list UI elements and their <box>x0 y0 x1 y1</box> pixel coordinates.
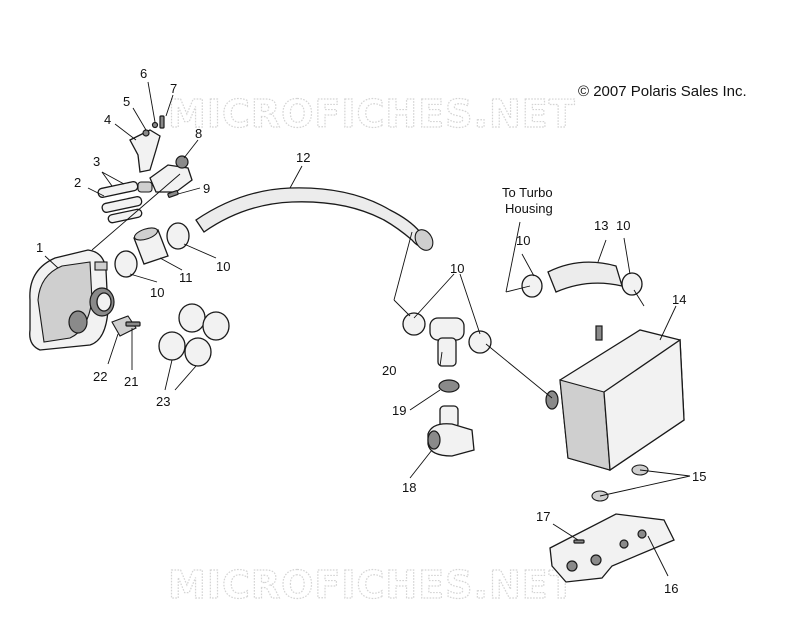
callout-6: 6 <box>140 66 147 81</box>
callout-1: 1 <box>36 240 43 255</box>
part-18-elbow <box>427 405 475 457</box>
callout-12: 12 <box>296 150 310 165</box>
callout-23: 23 <box>156 394 170 409</box>
part-1-housing <box>29 249 115 351</box>
copyright-text: © 2007 Polaris Sales Inc. <box>578 83 747 100</box>
callout-22: 22 <box>93 369 107 384</box>
part-8-valve <box>137 155 193 193</box>
callout-10-a: 10 <box>150 285 164 300</box>
callout-14: 14 <box>672 292 686 307</box>
part-9-bolt <box>167 190 179 198</box>
leader-lines <box>44 81 691 577</box>
callout-3: 3 <box>93 154 100 169</box>
part-3-tubes <box>97 181 143 224</box>
part-5-nut <box>142 129 150 137</box>
part-4-bracket <box>129 129 161 173</box>
watermark-top: MICROFICHES.NET <box>168 92 576 136</box>
note-line-1: To Turbo <box>502 185 553 200</box>
callout-20: 20 <box>382 363 396 378</box>
callout-7: 7 <box>170 81 177 96</box>
callout-10-b: 10 <box>216 259 230 274</box>
callout-5: 5 <box>123 94 130 109</box>
part-20-fitting <box>429 317 465 367</box>
part-19-ring <box>438 379 460 393</box>
part-12-hose <box>195 187 432 248</box>
part-11-coupler <box>133 227 169 265</box>
callout-8: 8 <box>195 126 202 141</box>
callout-13: 13 <box>594 218 608 233</box>
callout-9: 9 <box>203 181 210 196</box>
part-16-bracket <box>549 513 675 583</box>
part-14-intercooler <box>545 325 685 472</box>
callout-19: 19 <box>392 403 406 418</box>
part-6-screw <box>151 121 159 129</box>
note-line-2: Housing <box>505 201 553 216</box>
part-16-holes <box>566 529 647 572</box>
part-7-bolt <box>159 115 165 129</box>
part-17-bolt <box>573 539 585 544</box>
callout-10-d: 10 <box>516 233 530 248</box>
callout-2: 2 <box>74 175 81 190</box>
part-13-hose <box>547 261 623 293</box>
part-22-sensor <box>111 315 141 337</box>
watermark-bottom: MICROFICHES.NET <box>168 563 576 607</box>
callout-17: 17 <box>536 509 550 524</box>
callout-10-c: 10 <box>450 261 464 276</box>
callouts: 1 2 3 4 5 6 7 8 9 10 11 10 12 22 21 23 2… <box>36 66 706 596</box>
callout-4: 4 <box>104 112 111 127</box>
clamps <box>114 222 643 367</box>
callout-11: 11 <box>179 270 193 285</box>
callout-18: 18 <box>402 480 416 495</box>
callout-10-e: 10 <box>616 218 630 233</box>
callout-21: 21 <box>124 374 138 389</box>
callout-15: 15 <box>692 469 706 484</box>
callout-16: 16 <box>664 581 678 596</box>
